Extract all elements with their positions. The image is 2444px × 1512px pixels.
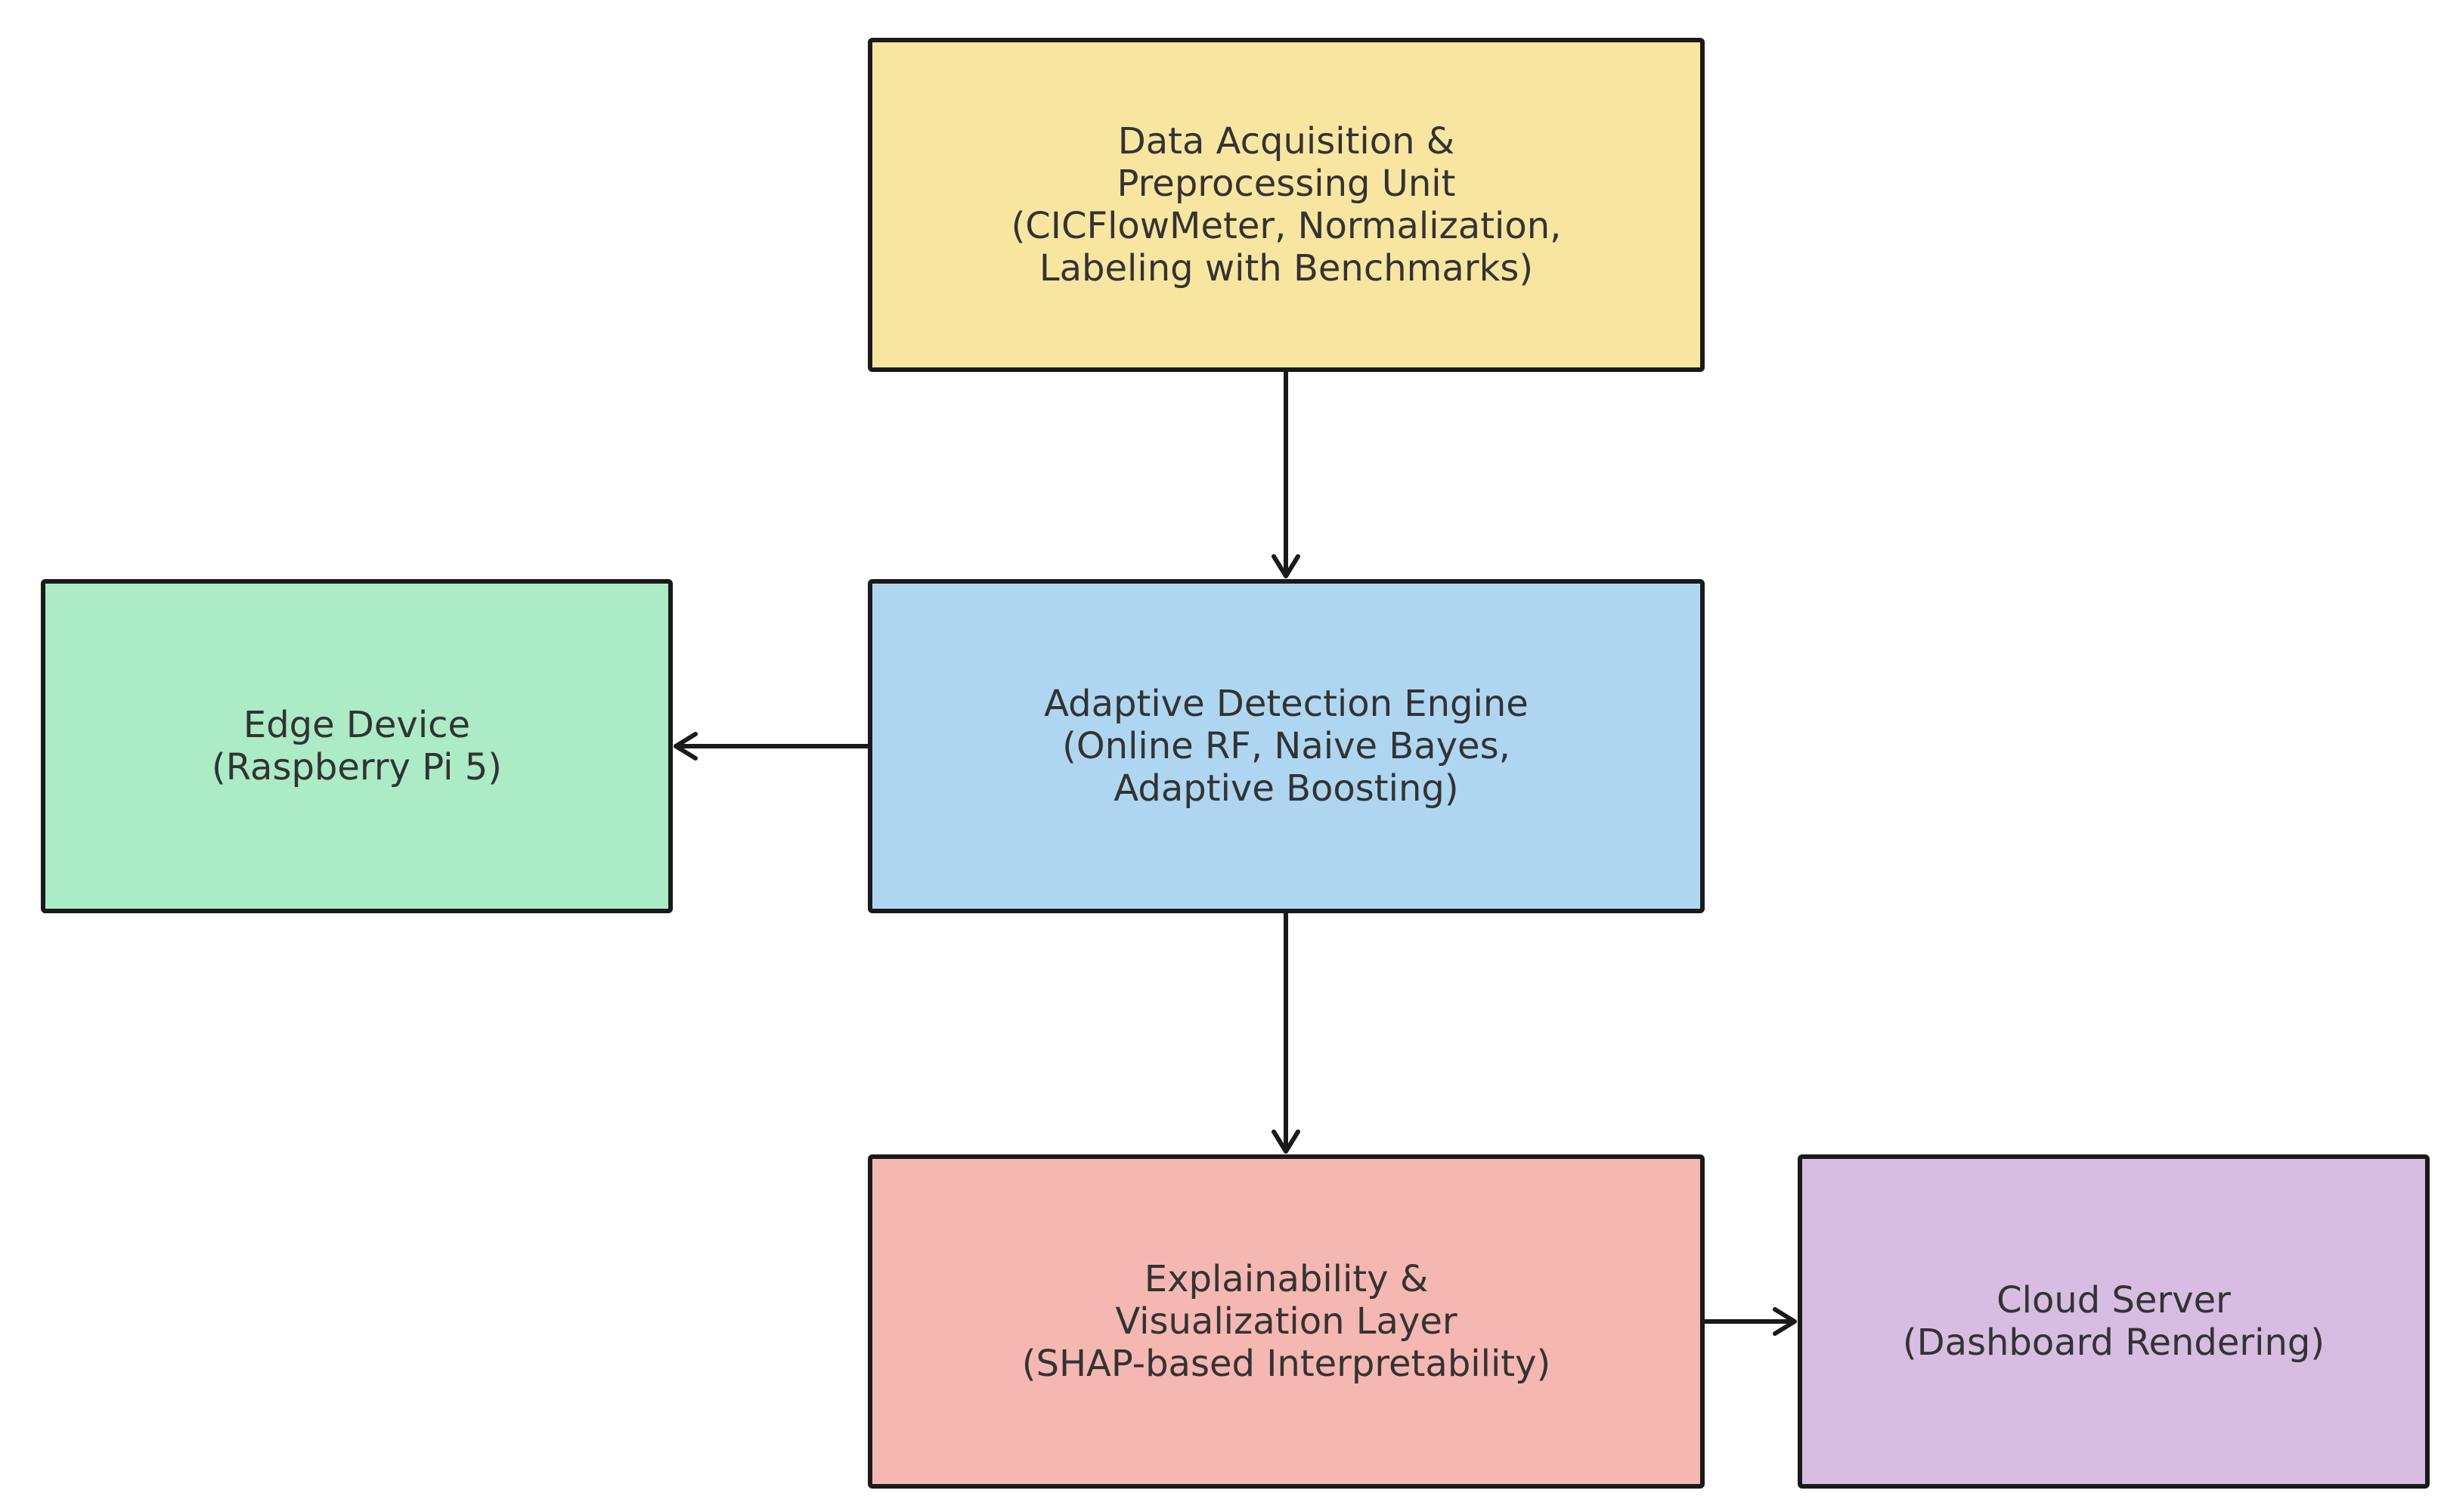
explainability-line-1: Explainability & [1144,1258,1429,1300]
adaptive-engine-line-1: Adaptive Detection Engine [1044,683,1529,725]
cloud-server-line-1: Cloud Server [1996,1279,2231,1321]
explainability-visualization-box: Explainability & Visualization Layer (SH… [868,1154,1705,1489]
edge-device-label: Edge Device (Raspberry Pi 5) [212,704,502,789]
explainability-line-3: (SHAP-based Interpretability) [1021,1343,1551,1385]
cloud-server-box: Cloud Server (Dashboard Rendering) [1798,1154,2430,1489]
edge-device-line-1: Edge Device [243,704,471,746]
explainability-line-2: Visualization Layer [1115,1300,1457,1343]
arrowhead-adaptive-engine-to-explainability [1272,1129,1300,1154]
arrowhead-explainability-to-cloud-server [1773,1307,1797,1336]
arrowhead-data-acquisition-to-adaptive-engine [1272,554,1300,578]
edge-device-box: Edge Device (Raspberry Pi 5) [41,579,673,913]
data-acquisition-line-4: Labeling with Benchmarks) [1039,247,1534,290]
data-acquisition-label: Data Acquisition & Preprocessing Unit (C… [1011,120,1562,290]
data-acquisition-box: Data Acquisition & Preprocessing Unit (C… [868,38,1705,372]
adaptive-detection-engine-label: Adaptive Detection Engine (Online RF, Na… [1044,683,1529,810]
adaptive-engine-line-2: (Online RF, Naive Bayes, [1062,725,1510,767]
adaptive-detection-engine-box: Adaptive Detection Engine (Online RF, Na… [868,579,1705,913]
cloud-server-label: Cloud Server (Dashboard Rendering) [1903,1279,2325,1364]
data-acquisition-line-3: (CICFlowMeter, Normalization, [1011,205,1562,247]
data-acquisition-line-2: Preprocessing Unit [1117,163,1456,205]
explainability-visualization-label: Explainability & Visualization Layer (SH… [1022,1258,1551,1385]
cloud-server-line-2: (Dashboard Rendering) [1902,1321,2325,1364]
data-acquisition-line-1: Data Acquisition & [1117,120,1455,163]
arrowhead-adaptive-engine-to-edge-device [674,732,698,761]
adaptive-engine-line-3: Adaptive Boosting) [1114,767,1459,810]
edge-device-line-2: (Raspberry Pi 5) [212,746,502,789]
